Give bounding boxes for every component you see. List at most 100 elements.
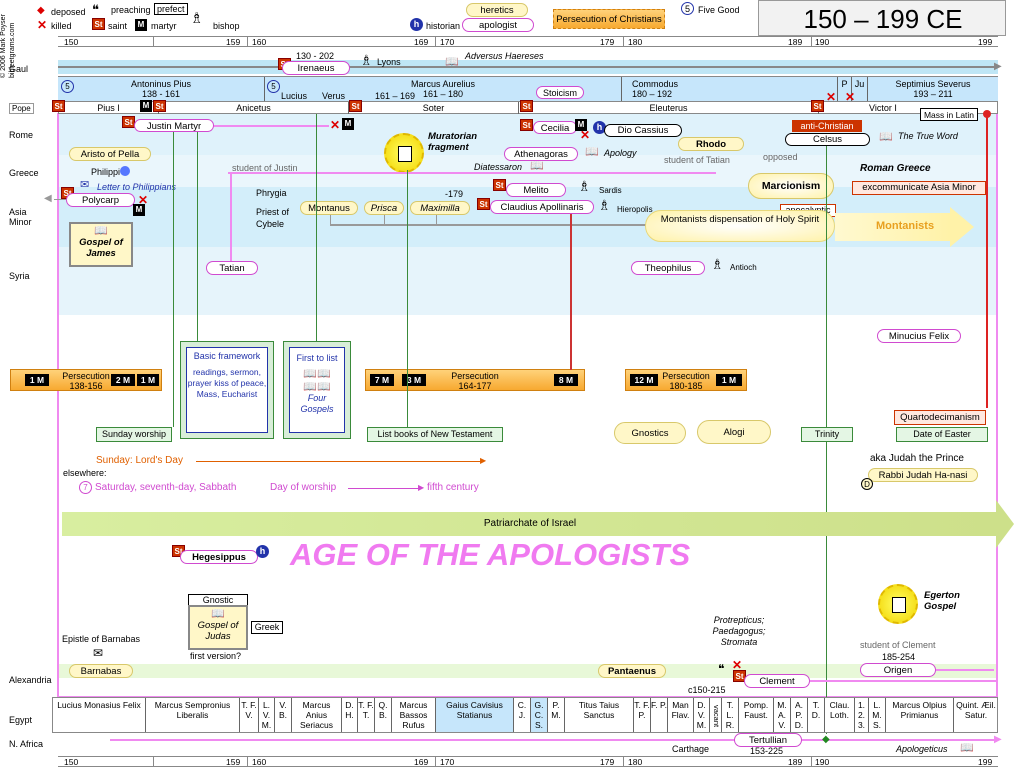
athenagoras-pill[interactable]: Athenagoras: [504, 147, 578, 161]
region-syria: Syria: [9, 271, 30, 281]
top-ruler: 150 159 160 169 170 179 180 189 190 199: [58, 36, 998, 47]
prefect-cell: Marcus Bassos Rufus: [392, 698, 436, 732]
greek-label: Greek: [251, 621, 283, 634]
saint-icon: St: [153, 100, 166, 112]
irenaeus-pill[interactable]: Irenaeus: [282, 61, 350, 75]
claudius-apollinaris-pill[interactable]: Claudius Apollinaris: [490, 200, 594, 214]
book-icon: 📖: [960, 742, 974, 754]
prisca-pill[interactable]: Prisca: [364, 201, 404, 215]
bottom-ruler: 150 159 160 169 170 179 180 189 190 199: [58, 756, 998, 767]
antioch-label: Antioch: [730, 263, 757, 272]
ruler-label: 180: [628, 37, 643, 47]
hegesippus-pill[interactable]: Hegesippus: [180, 550, 258, 564]
montanists-ellipse: Montanists dispensation of Holy Spirit: [645, 210, 835, 242]
aristo-pill[interactable]: Aristo of Pella: [69, 147, 151, 161]
region-rome: Rome: [9, 130, 34, 140]
sunday-line: [173, 132, 174, 427]
excommunicate-box: excommunicate Asia Minor: [852, 181, 986, 195]
montanus-pill[interactable]: Montanus: [300, 201, 358, 215]
melito-pill[interactable]: Melito: [506, 183, 566, 197]
martyr-count: 8 M: [554, 374, 578, 386]
legend-prefect: prefect: [154, 3, 188, 15]
killed-icon: ✕: [845, 90, 856, 104]
killed-icon: ✕: [330, 118, 341, 132]
tatian-line: [228, 172, 716, 174]
prefect-cell: M. A. V.: [774, 698, 791, 732]
arrow-right-icon: ▶: [994, 734, 1002, 745]
pope-victor: Victor I: [869, 103, 897, 113]
region-greece: Greece: [9, 168, 39, 178]
prefect-cell: T. F. V.: [240, 698, 259, 732]
sunday-arrow-line: [196, 461, 482, 462]
justin-martyr-pill[interactable]: Justin Martyr: [134, 119, 214, 132]
prefect-cell: Marcus Anius Seriacus: [292, 698, 342, 732]
montanists-label: Montanists: [876, 220, 935, 232]
minucius-felix-pill[interactable]: Minucius Felix: [877, 329, 961, 343]
celsus-pill[interactable]: Celsus: [785, 133, 870, 146]
ruler-label: 189: [788, 37, 803, 47]
polycarp-pill[interactable]: Polycarp: [66, 193, 135, 207]
pantaenus-pill[interactable]: Pantaenus: [598, 664, 666, 678]
rabbi-judah-pill[interactable]: Rabbi Judah Ha-nasi: [868, 468, 978, 482]
day-worship-label: Day of worship: [270, 482, 337, 493]
cecilia-pill[interactable]: Cecilia: [533, 121, 577, 134]
opposed-label: opposed: [763, 152, 798, 162]
montanist-line: [330, 224, 646, 226]
true-word-label: The True Word: [898, 131, 958, 141]
emperor-verus-years: 161 – 169: [375, 91, 416, 101]
tatian-pill[interactable]: Tatian: [206, 261, 258, 275]
region-egypt: Egypt: [9, 715, 33, 725]
book-icon: 📖: [585, 146, 599, 158]
ruler-label: 190: [815, 37, 830, 47]
gaul-arrow-line: [58, 66, 998, 68]
clement-pill[interactable]: Clement: [744, 674, 810, 688]
arrow-right-icon: ▶: [480, 456, 487, 465]
montanists-arrow-body: [835, 213, 950, 241]
barnabas-pill[interactable]: Barnabas: [69, 664, 133, 678]
emperor-verus: Verus: [322, 91, 346, 101]
arrow-left-icon: ◀: [44, 193, 52, 204]
bishop-icon: ♗: [598, 197, 611, 213]
polycarp-arrow-line: [54, 199, 66, 200]
region-gaul: Gaul: [9, 64, 29, 74]
pope-eleuterus: Eleuterus: [519, 102, 819, 114]
victor-line: [986, 114, 988, 408]
killed-icon: ✕: [580, 128, 591, 142]
tertullian-pill[interactable]: Tertullian: [734, 733, 802, 747]
saint-icon: St: [811, 100, 824, 112]
prefect-cell: Titus Taius Sanctus: [565, 698, 634, 732]
prefect-cell: A. P. D.: [791, 698, 808, 732]
historian-icon: h: [256, 545, 269, 558]
bishop-icon: ♗: [578, 178, 591, 194]
killed-icon: ✕: [138, 193, 149, 207]
sunday-lords-day-label: Sunday: Lord's Day: [96, 455, 183, 466]
marcionism-ellipse[interactable]: Marcionism: [748, 173, 834, 199]
maximilla-pill[interactable]: Maximilla: [410, 201, 470, 215]
five-good-icon: 5: [681, 2, 694, 15]
five-good-icon: 5: [61, 80, 74, 93]
prefect-cell: D. V. M.: [694, 698, 710, 732]
first-version-label: first version?: [190, 651, 242, 661]
prefects-bar: Lucius Monasius Felix Marcus Sempronius …: [52, 697, 998, 733]
philippi-label: Philippi: [91, 167, 121, 177]
saint-icon: St: [493, 179, 506, 191]
theophilus-pill[interactable]: Theophilus: [631, 261, 705, 275]
dio-cassius-pill[interactable]: Dio Cassius: [604, 124, 682, 137]
prefect-cell: V. B.: [275, 698, 292, 732]
martyr-count: 1 M: [716, 374, 742, 386]
rhodo-pill[interactable]: Rhodo: [678, 137, 744, 151]
preaching-icon: ❝: [92, 2, 99, 17]
saturday-label: Saturday, seventh-day, Sabbath: [95, 482, 237, 493]
muratorian-line: [407, 170, 408, 428]
seven-icon: 7: [79, 481, 92, 494]
saint-icon: St: [477, 198, 490, 210]
legend-bishop: bishop: [213, 21, 240, 31]
diamond-icon: ◆: [822, 734, 830, 745]
montanist-tick: [436, 215, 437, 225]
elsewhere-label: elsewhere:: [63, 468, 107, 478]
frame-right: [996, 113, 998, 698]
origen-pill[interactable]: Origen: [860, 663, 936, 677]
martyr-count: 12 M: [630, 374, 658, 386]
killed-icon: ✕: [826, 90, 837, 104]
